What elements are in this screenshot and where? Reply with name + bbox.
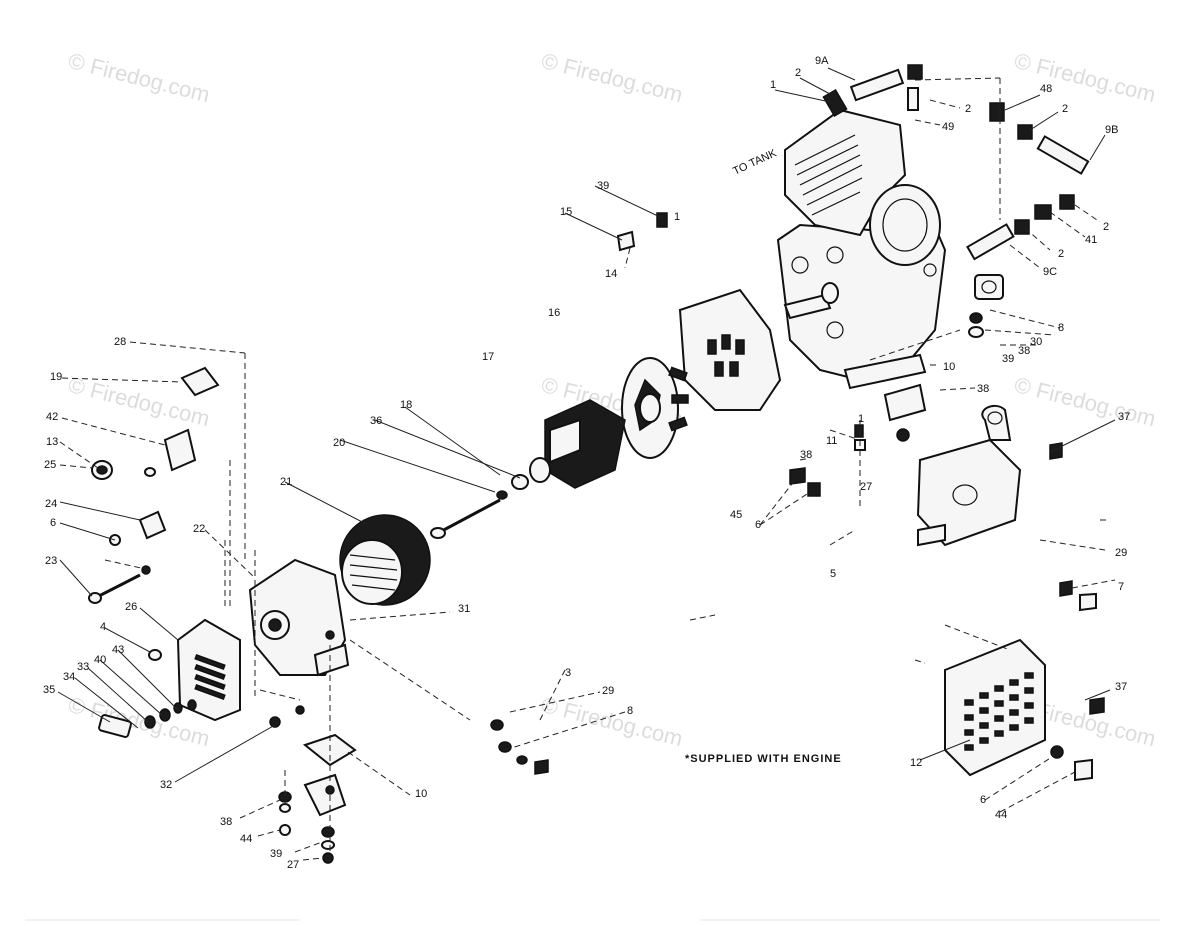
supplied-with-engine-note: *SUPPLIED WITH ENGINE — [685, 753, 842, 765]
part-label: 6 — [50, 517, 56, 529]
part-label: 38 — [1018, 345, 1030, 357]
heat-shield — [944, 638, 1105, 782]
stator — [339, 514, 431, 606]
part-label: 9C — [1043, 266, 1057, 278]
part-label: 22 — [193, 523, 205, 535]
part-label: 7 — [1118, 581, 1124, 593]
part-label: 15 — [560, 206, 572, 218]
part-label: 35 — [43, 684, 55, 696]
part-label: 29 — [1115, 547, 1127, 559]
part-label: 2 — [1062, 103, 1068, 115]
part-label: 37 — [1115, 681, 1127, 693]
part-label: 38 — [220, 816, 232, 828]
part-label: 2 — [1058, 248, 1064, 260]
part-label: 1 — [674, 211, 680, 223]
part-label: 34 — [63, 671, 75, 683]
part-label: 14 — [605, 268, 617, 280]
part-label: 39 — [1002, 353, 1014, 365]
part-label: 44 — [995, 809, 1007, 821]
part-label: 30 — [1030, 336, 1042, 348]
part-label: 27 — [287, 859, 299, 871]
part-label: 2 — [795, 67, 801, 79]
part-label: 18 — [400, 399, 412, 411]
part-label: 5 — [830, 568, 836, 580]
part-label: 2 — [1103, 221, 1109, 233]
control-box-parts — [88, 366, 305, 738]
end-bell — [248, 558, 350, 677]
part-label: 16 — [548, 307, 560, 319]
part-label: 8 — [1058, 322, 1064, 334]
part-label: 23 — [45, 555, 57, 567]
flywheel-and-fan — [621, 288, 782, 459]
part-label: 27 — [860, 481, 872, 493]
part-label: 36 — [370, 415, 382, 427]
part-label: 25 — [44, 459, 56, 471]
part-label: 13 — [46, 436, 58, 448]
part-label: 39 — [597, 180, 609, 192]
part-label: 40 — [94, 654, 106, 666]
part-label: 39 — [270, 848, 282, 860]
part-label: 49 — [942, 121, 954, 133]
part-label: 9A — [815, 55, 829, 67]
part-label: 17 — [482, 351, 494, 363]
to-tank-label: TO TANK — [731, 147, 779, 178]
part-label: 10 — [415, 788, 427, 800]
part-label: 41 — [1085, 234, 1097, 246]
part-label: 11 — [826, 435, 837, 447]
part-label: 2 — [965, 103, 971, 115]
part-label: 37 — [1118, 411, 1130, 423]
part-label: 33 — [77, 661, 89, 673]
part-label: 21 — [280, 476, 292, 488]
end-cover — [176, 618, 241, 722]
muffler-assembly — [789, 383, 1097, 612]
part-label: 38 — [977, 383, 989, 395]
part-label: 42 — [46, 411, 58, 423]
part-labels: 1 2 9A 2 48 2 49 9B TO TANK 39 15 1 14 2… — [43, 55, 1130, 871]
part-label: 24 — [45, 498, 57, 510]
part-label: 6 — [755, 519, 761, 531]
part-label: 3 — [565, 667, 571, 679]
engine-assembly — [616, 64, 1090, 390]
part-label: 38 — [800, 449, 812, 461]
part-label: 43 — [112, 644, 124, 656]
part-label: 10 — [943, 361, 955, 373]
part-label: 12 — [910, 757, 922, 769]
part-label: 48 — [1040, 83, 1052, 95]
part-label: 26 — [125, 601, 137, 613]
part-label: 20 — [333, 437, 345, 449]
part-label: 6 — [980, 794, 986, 806]
part-label: 31 — [458, 603, 470, 615]
part-label: 19 — [50, 371, 62, 383]
through-bolt — [430, 498, 501, 539]
part-label: 9B — [1105, 124, 1118, 136]
part-label: 1 — [858, 413, 864, 425]
part-label: 1 — [770, 79, 776, 91]
rotor-assembly — [496, 399, 626, 500]
part-label: 29 — [602, 685, 614, 697]
part-label: 8 — [627, 705, 633, 717]
leader-lines — [57, 67, 1116, 861]
part-label: 28 — [114, 336, 126, 348]
generator-mount — [278, 719, 549, 864]
part-label: 4 — [100, 621, 106, 633]
part-label: 44 — [240, 833, 252, 845]
part-label: 45 — [730, 509, 742, 521]
part-label: 32 — [160, 779, 172, 791]
